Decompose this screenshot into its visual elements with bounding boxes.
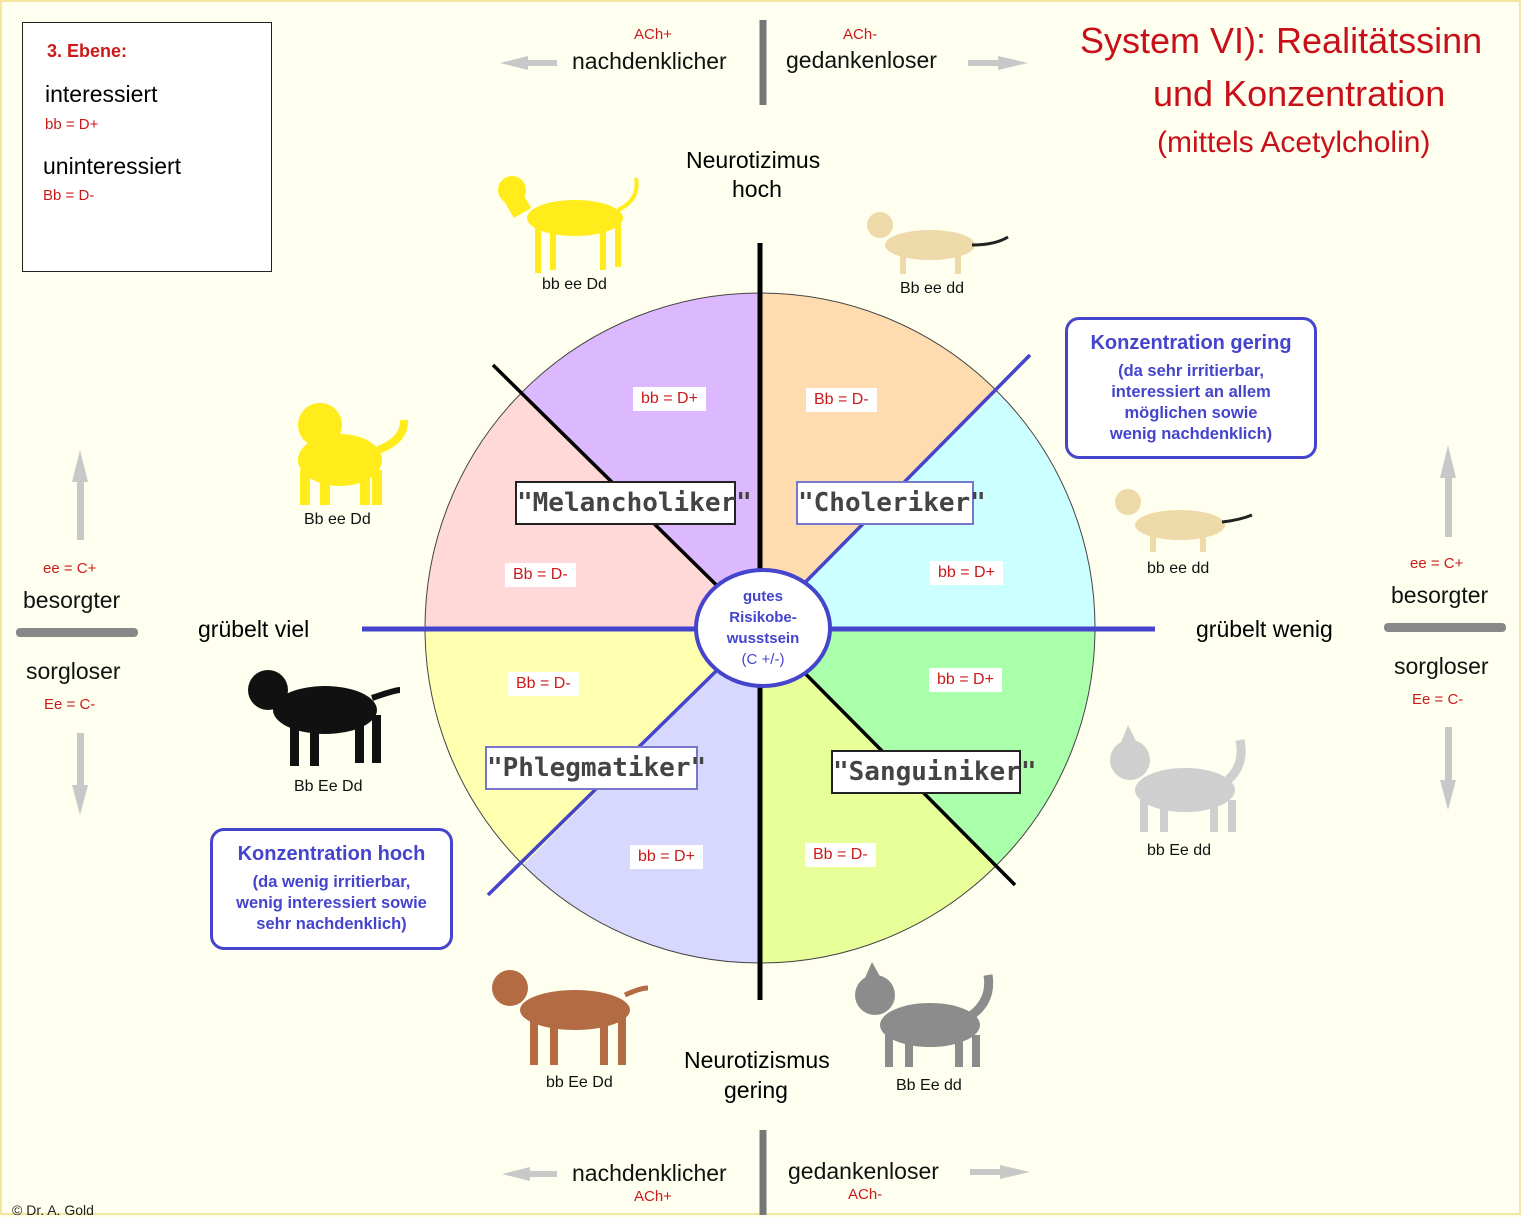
sector-lightgreen <box>760 628 997 964</box>
axis-left-label: grübelt viel <box>198 616 310 642</box>
info-high-heading: Konzentration hoch <box>237 843 426 865</box>
dog-beige-dachshund-top-icon <box>867 212 1009 274</box>
right-code-besorgt: ee = C+ <box>1410 555 1464 572</box>
left-code-sorglos: Ee = C- <box>44 696 96 713</box>
legend-heading: 3. Ebene: <box>47 41 128 61</box>
dog-lightgrey-shepherd-icon <box>1110 725 1246 832</box>
right-divider <box>1384 623 1506 632</box>
left-label-sorglos: sorgloser <box>26 658 121 684</box>
info-low-line4: wenig nachdenklich) <box>1109 425 1273 443</box>
dog-label-1: bb ee Dd <box>542 276 607 293</box>
center-label: gutes Risikobe- wusstsein (C +/-) <box>703 586 823 670</box>
center-line2: Risikobe- <box>729 609 797 626</box>
dog-label-8: Bb Ee dd <box>896 1077 962 1094</box>
dog-label-7: bb Ee Dd <box>546 1074 613 1091</box>
dog-beige-dachshund-right-icon <box>1115 489 1253 552</box>
sector-purple-fill <box>523 293 760 628</box>
temperament-melancholiker: "Melancholiker" <box>515 481 752 525</box>
left-label-besorgt: besorgter <box>23 587 121 613</box>
bottom-left-code: ACh+ <box>634 1188 672 1205</box>
info-high-line3: sehr nachdenklich) <box>256 915 407 933</box>
left-divider <box>16 628 138 637</box>
info-low-body: (da sehr irritierbar, interessiert an al… <box>1068 361 1314 445</box>
legend-code-uninteressiert: Bb = D- <box>43 187 95 204</box>
dog-black-pointer-icon <box>248 670 401 766</box>
dog-yellow-greyhound-icon <box>498 176 639 273</box>
top-right-label: gedankenloser <box>786 47 937 73</box>
dog-label-6: bb Ee dd <box>1147 842 1212 859</box>
sector-code-purple: bb = D+ <box>633 387 706 411</box>
top-left-arrow <box>500 56 557 70</box>
page-title-line2: und Konzentration <box>1153 73 1446 114</box>
sector-code-lavender: bb = D+ <box>630 845 703 869</box>
sector-lavender <box>523 628 760 964</box>
center-line4: (C +/-) <box>741 651 785 668</box>
dog-label-2: Bb ee dd <box>900 280 965 297</box>
info-box-konzentration-hoch: Konzentration hoch (da wenig irritierbar… <box>210 828 453 950</box>
right-label-sorglos: sorgloser <box>1394 653 1489 679</box>
top-right-code: ACh- <box>843 26 878 43</box>
neurotizismus-high-line2: hoch <box>732 176 782 202</box>
bottom-left-label: nachdenklicher <box>572 1160 727 1186</box>
neurotizismus-low-line1: Neurotizismus <box>684 1047 830 1073</box>
legend-code-interessiert: bb = D+ <box>45 116 99 133</box>
info-high-line1: (da wenig irritierbar, <box>252 873 411 891</box>
right-label-besorgt: besorgter <box>1391 582 1489 608</box>
info-high-body: (da wenig irritierbar, wenig interessier… <box>213 872 450 935</box>
info-box-konzentration-gering: Konzentration gering (da sehr irritierba… <box>1065 317 1317 459</box>
page-subtitle: (mittels Acetylcholin) <box>1157 126 1431 159</box>
sector-green <box>760 628 1096 865</box>
copyright: © Dr. A. Gold <box>12 1202 94 1218</box>
info-low-line1: (da sehr irritierbar, <box>1118 362 1264 380</box>
sector-code-pink: Bb = D- <box>505 563 576 587</box>
dog-label-3: Bb ee Dd <box>304 511 371 528</box>
sector-code-green: bb = D+ <box>929 668 1002 692</box>
sector-orange <box>760 293 997 628</box>
sector-code-cyan: bb = D+ <box>930 561 1003 585</box>
bottom-left-arrow <box>502 1167 557 1181</box>
legend-box: 3. Ebene: interessiert bb = D+ uninteres… <box>22 22 272 272</box>
left-up-arrow <box>72 450 88 540</box>
top-right-arrow <box>968 56 1028 70</box>
bottom-right-code: ACh- <box>848 1186 883 1203</box>
left-down-arrow <box>72 733 88 815</box>
temperament-choleriker: "Choleriker" <box>796 481 986 525</box>
sector-code-lightgreen: Bb = D- <box>805 843 876 867</box>
dog-grey-shepherd-icon <box>855 962 994 1067</box>
top-left-label: nachdenklicher <box>572 48 727 74</box>
page-title: System VI): Realitätssinn <box>1080 20 1483 61</box>
neurotizismus-high-line1: Neurotizimus <box>686 147 821 173</box>
dog-yellow-retriever-icon <box>298 403 408 505</box>
legend-item-uninteressiert: uninteressiert <box>43 153 182 179</box>
temperament-phlegmatiker: "Phlegmatiker" <box>485 746 706 790</box>
axis-right-label: grübelt wenig <box>1196 616 1333 642</box>
bottom-right-arrow <box>970 1165 1030 1179</box>
center-line1: gutes <box>742 588 783 605</box>
temperament-sanguiniker: "Sanguiniker" <box>831 750 1037 794</box>
dog-brown-pointer-icon <box>492 970 649 1065</box>
right-up-arrow <box>1440 445 1456 537</box>
neurotizismus-low-line2: gering <box>724 1077 788 1103</box>
left-code-besorgt: ee = C+ <box>43 560 97 577</box>
info-low-line2: interessiert an allem <box>1111 383 1271 401</box>
info-high-line2: wenig interessiert sowie <box>236 894 427 912</box>
right-down-arrow <box>1440 727 1456 810</box>
info-low-line3: möglichen sowie <box>1124 404 1258 422</box>
dog-label-5: Bb Ee Dd <box>294 778 363 795</box>
center-ellipse <box>694 568 832 688</box>
sector-code-yellow: Bb = D- <box>508 672 579 696</box>
top-left-code: ACh+ <box>634 26 672 43</box>
sector-code-orange: Bb = D- <box>806 388 877 412</box>
info-low-heading: Konzentration gering <box>1090 332 1292 354</box>
bottom-right-label: gedankenloser <box>788 1158 939 1184</box>
right-code-sorglos: Ee = C- <box>1412 691 1464 708</box>
center-line3: wusstsein <box>726 630 800 647</box>
dog-label-4: bb ee dd <box>1147 560 1210 577</box>
legend-item-interessiert: interessiert <box>45 81 158 107</box>
